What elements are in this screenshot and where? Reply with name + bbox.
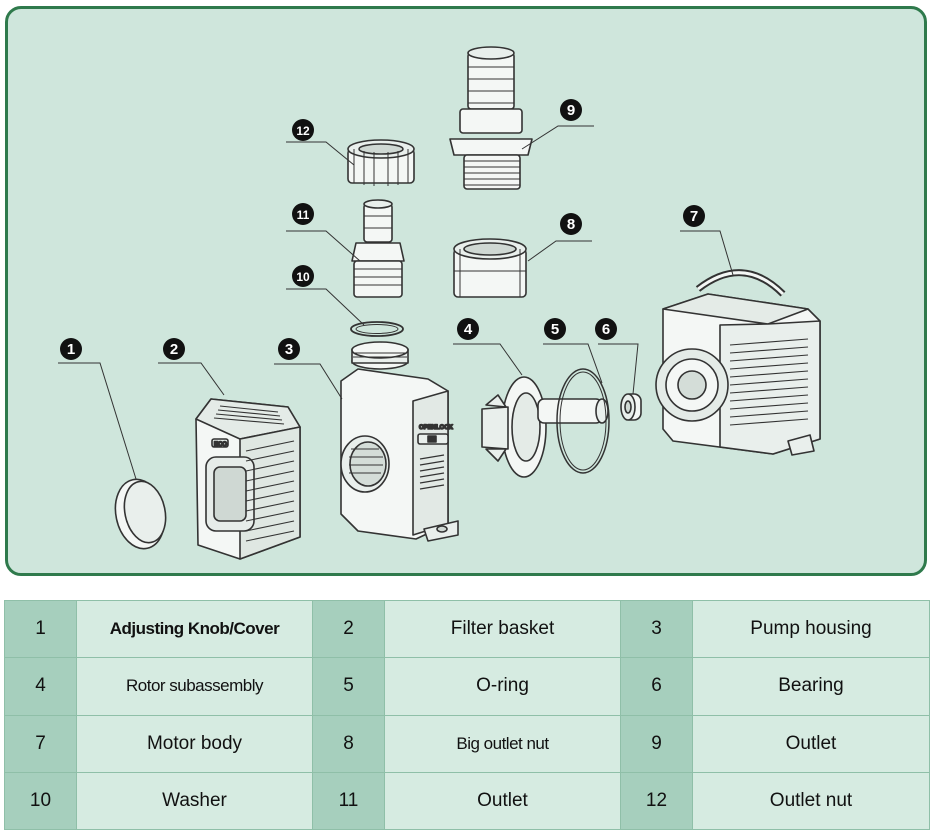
- table-row: 1 Adjusting Knob/Cover 2 Filter basket 3…: [4, 599, 930, 659]
- part-name-cell: Pump housing: [692, 599, 930, 659]
- part-name-cell: Outlet: [384, 771, 621, 831]
- callout-6: 6: [595, 318, 617, 340]
- callout-11-text: 11: [297, 208, 310, 222]
- part-number-cell: 8: [312, 714, 385, 773]
- part-name-cell: Outlet nut: [692, 771, 930, 831]
- callout-2-text: 2: [170, 341, 178, 358]
- table-row: 10 Washer 11 Outlet 12 Outlet nut: [4, 771, 930, 831]
- parts-table: 1 Adjusting Knob/Cover 2 Filter basket 3…: [4, 599, 930, 831]
- part-name-cell: Washer: [76, 771, 313, 831]
- callout-10: 10: [292, 265, 314, 287]
- part-name-cell: Rotor subassembly: [76, 657, 313, 716]
- part-number-cell: 9: [620, 714, 693, 773]
- callout-3: 3: [278, 338, 300, 360]
- callout-4: 4: [457, 318, 479, 340]
- part-name-cell: Filter basket: [384, 599, 621, 659]
- callout-11: 11: [292, 203, 314, 225]
- callout-6-text: 6: [602, 321, 610, 338]
- part-name-cell: Outlet: [692, 714, 930, 773]
- part-name-cell: Motor body: [76, 714, 313, 773]
- callout-3-text: 3: [285, 341, 293, 358]
- part-big-outlet-nut: [453, 238, 527, 298]
- part-number-cell: 4: [4, 657, 77, 716]
- switch-open-label: OPEN: [419, 425, 436, 431]
- part-o-ring: [556, 368, 610, 474]
- callout-10-text: 10: [296, 270, 310, 284]
- part-number-cell: 10: [4, 771, 77, 831]
- part-outlet-small: [351, 199, 405, 298]
- callout-5-text: 5: [551, 321, 559, 338]
- part-filter-basket: ECO: [195, 398, 301, 560]
- exploded-view-svg: ECO OPEN LOC: [58, 46, 821, 560]
- part-outlet-nut: [347, 139, 415, 186]
- exploded-diagram-panel: ECO OPEN LOC: [5, 6, 927, 576]
- callout-8: 8: [560, 213, 582, 235]
- table-row: 4 Rotor subassembly 5 O-ring 6 Bearing: [4, 657, 930, 716]
- callout-7-text: 7: [690, 208, 698, 225]
- callout-12: 12: [292, 119, 314, 141]
- part-number-cell: 2: [312, 599, 385, 659]
- part-bearing: [620, 393, 642, 421]
- callout-4-text: 4: [464, 321, 473, 338]
- part-number-cell: 11: [312, 771, 385, 831]
- part-name-cell: Bearing: [692, 657, 930, 716]
- callout-2: 2: [163, 338, 185, 360]
- part-name-cell: O-ring: [384, 657, 621, 716]
- part-motor-body: [655, 269, 821, 456]
- part-name-cell: Adjusting Knob/Cover: [76, 599, 313, 659]
- part-number-cell: 5: [312, 657, 385, 716]
- leader-lines: [58, 125, 734, 480]
- callout-7: 7: [683, 205, 705, 227]
- callout-8-text: 8: [567, 216, 575, 233]
- callout-5: 5: [544, 318, 566, 340]
- table-row: 7 Motor body 8 Big outlet nut 9 Outlet: [4, 714, 930, 773]
- part-washer: [350, 321, 404, 337]
- part-adjusting-knob: [114, 478, 167, 550]
- part-number-cell: 6: [620, 657, 693, 716]
- callout-9: 9: [560, 99, 582, 121]
- housing-badge-text: ECO: [214, 442, 227, 448]
- part-number-cell: 12: [620, 771, 693, 831]
- callout-12-text: 12: [296, 124, 310, 138]
- part-number-cell: 3: [620, 599, 693, 659]
- part-pump-housing: OPEN LOCK: [340, 341, 459, 542]
- callout-1: 1: [60, 338, 82, 360]
- part-outlet-large: [449, 46, 533, 190]
- part-number-cell: 1: [4, 599, 77, 659]
- part-rotor-subassembly: [481, 376, 609, 478]
- part-o-ring-inner: [559, 371, 607, 471]
- callout-1-text: 1: [67, 341, 75, 358]
- switch-lock-label: LOCK: [436, 425, 454, 431]
- part-number-cell: 7: [4, 714, 77, 773]
- callout-9-text: 9: [567, 102, 575, 119]
- part-name-cell: Big outlet nut: [384, 714, 621, 773]
